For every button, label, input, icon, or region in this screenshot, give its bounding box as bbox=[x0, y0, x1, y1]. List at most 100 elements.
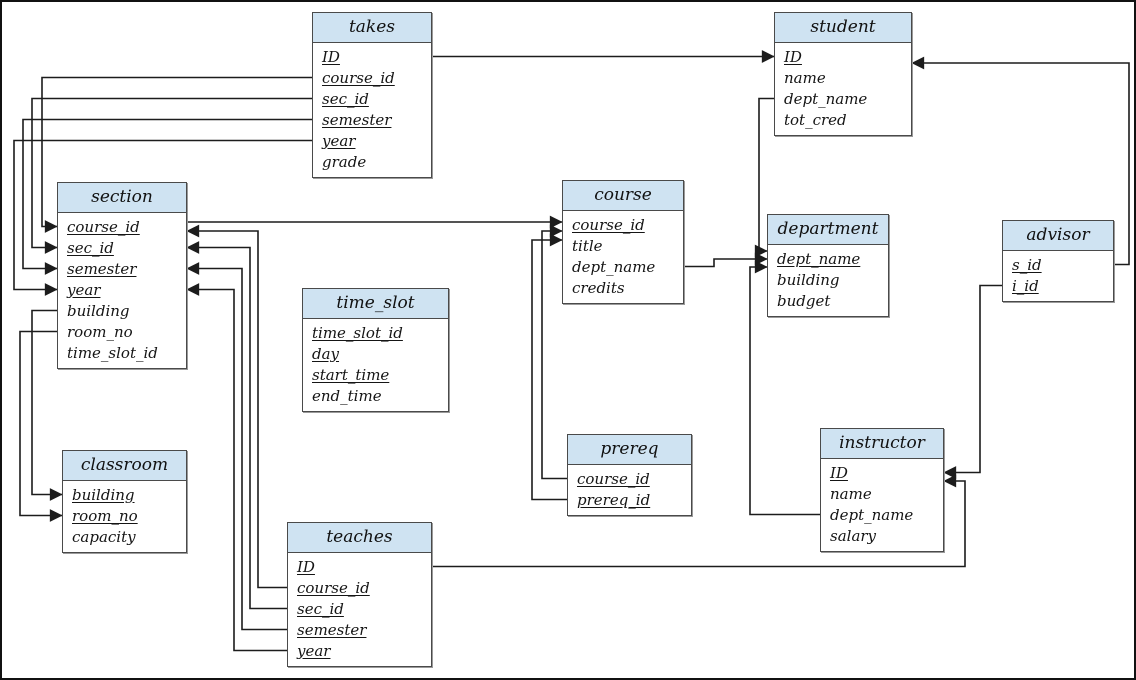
fk-teaches.year-to-section.year bbox=[186, 283, 287, 652]
attr-label: start_time bbox=[312, 366, 390, 384]
attr-label: sec_id bbox=[322, 90, 369, 108]
attr-label: dept_name bbox=[777, 250, 861, 268]
attr-advisor-i_id: i_id bbox=[1012, 276, 1113, 297]
table-title-teaches: teaches bbox=[288, 523, 431, 553]
table-prereq: prereq course_id prereq_id bbox=[567, 434, 692, 516]
attr-label: course_id bbox=[67, 218, 140, 236]
attr-label: year bbox=[322, 132, 356, 150]
attr-section-time_slot_id: time_slot_id bbox=[67, 343, 186, 364]
attr-classroom-building: building bbox=[72, 485, 186, 506]
attr-section-room_no: room_no bbox=[67, 322, 186, 343]
attr-label: end_time bbox=[312, 387, 382, 405]
attr-label: year bbox=[67, 281, 101, 299]
attr-section-year: year bbox=[67, 280, 186, 301]
attr-takes-year: year bbox=[322, 131, 431, 152]
attr-label: course_id bbox=[297, 579, 370, 597]
table-title-section: section bbox=[58, 183, 186, 213]
attr-prereq-course_id: course_id bbox=[577, 469, 691, 490]
attr-label: course_id bbox=[577, 470, 650, 488]
table-title-student: student bbox=[775, 13, 911, 43]
attr-teaches-semester: semester bbox=[297, 620, 431, 641]
attr-label: grade bbox=[322, 153, 367, 171]
attr-label: s_id bbox=[1012, 256, 1042, 274]
attr-instructor-name: name bbox=[830, 484, 943, 505]
attr-student-name: name bbox=[784, 68, 911, 89]
attr-label: ID bbox=[784, 48, 802, 66]
attr-time_slot-day: day bbox=[312, 344, 448, 365]
attr-time_slot-time_slot_id: time_slot_id bbox=[312, 323, 448, 344]
attr-label: ID bbox=[297, 558, 315, 576]
attr-student-dept_name: dept_name bbox=[784, 89, 911, 110]
attr-label: name bbox=[830, 485, 872, 503]
attr-label: semester bbox=[297, 621, 367, 639]
table-attributes-takes: ID course_id sec_id semester year grade bbox=[313, 43, 431, 177]
attr-label: time_slot_id bbox=[312, 324, 403, 342]
attr-label: sec_id bbox=[67, 239, 114, 257]
table-section: section course_id sec_id semester year buildi… bbox=[57, 182, 187, 369]
table-title-takes: takes bbox=[313, 13, 431, 43]
attr-instructor-ID: ID bbox=[830, 463, 943, 484]
attr-classroom-capacity: capacity bbox=[72, 527, 186, 548]
attr-label: prereq_id bbox=[577, 491, 651, 509]
attr-label: time_slot_id bbox=[67, 344, 158, 362]
attr-label: name bbox=[784, 69, 826, 87]
attr-time_slot-start_time: start_time bbox=[312, 365, 448, 386]
table-title-prereq: prereq bbox=[568, 435, 691, 465]
attr-course-course_id: course_id bbox=[572, 215, 683, 236]
attr-label: building bbox=[72, 486, 135, 504]
fk-course.dept_name-to-department.dept_name bbox=[684, 252, 768, 268]
attr-label: i_id bbox=[1012, 277, 1039, 295]
attr-label: semester bbox=[322, 111, 392, 129]
attr-label: ID bbox=[322, 48, 340, 66]
attr-course-credits: credits bbox=[572, 278, 683, 299]
attr-label: title bbox=[572, 237, 603, 255]
attr-takes-sec_id: sec_id bbox=[322, 89, 431, 110]
table-title-course: course bbox=[563, 181, 683, 211]
attr-label: course_id bbox=[322, 69, 395, 87]
table-title-advisor: advisor bbox=[1003, 221, 1113, 251]
attr-teaches-ID: ID bbox=[297, 557, 431, 578]
attr-label: sec_id bbox=[297, 600, 344, 618]
attr-student-tot_cred: tot_cred bbox=[784, 110, 911, 131]
attr-teaches-sec_id: sec_id bbox=[297, 599, 431, 620]
attr-label: capacity bbox=[72, 528, 136, 546]
attr-label: salary bbox=[830, 527, 877, 545]
attr-label: ID bbox=[830, 464, 848, 482]
attr-label: room_no bbox=[67, 323, 133, 341]
attr-section-sec_id: sec_id bbox=[67, 238, 186, 259]
attr-label: tot_cred bbox=[784, 111, 847, 129]
attr-time_slot-end_time: end_time bbox=[312, 386, 448, 407]
fk-teaches.sec_id-to-section.sec_id bbox=[186, 241, 287, 610]
table-attributes-student: ID name dept_name tot_cred bbox=[775, 43, 911, 135]
attr-label: dept_name bbox=[784, 90, 868, 108]
attr-label: semester bbox=[67, 260, 137, 278]
attr-label: building bbox=[777, 271, 840, 289]
attr-classroom-room_no: room_no bbox=[72, 506, 186, 527]
attr-label: credits bbox=[572, 279, 625, 297]
attr-section-course_id: course_id bbox=[67, 217, 186, 238]
attr-teaches-year: year bbox=[297, 641, 431, 662]
attr-instructor-dept_name: dept_name bbox=[830, 505, 943, 526]
table-title-department: department bbox=[768, 215, 888, 245]
attr-takes-grade: grade bbox=[322, 152, 431, 173]
attr-student-ID: ID bbox=[784, 47, 911, 68]
table-attributes-advisor: s_id i_id bbox=[1003, 251, 1113, 301]
attr-label: year bbox=[297, 642, 331, 660]
attr-instructor-salary: salary bbox=[830, 526, 943, 547]
attr-takes-course_id: course_id bbox=[322, 68, 431, 89]
attr-label: dept_name bbox=[572, 258, 656, 276]
attr-section-building: building bbox=[67, 301, 186, 322]
fk-teaches.course_id-to-section.course_id bbox=[186, 224, 287, 589]
